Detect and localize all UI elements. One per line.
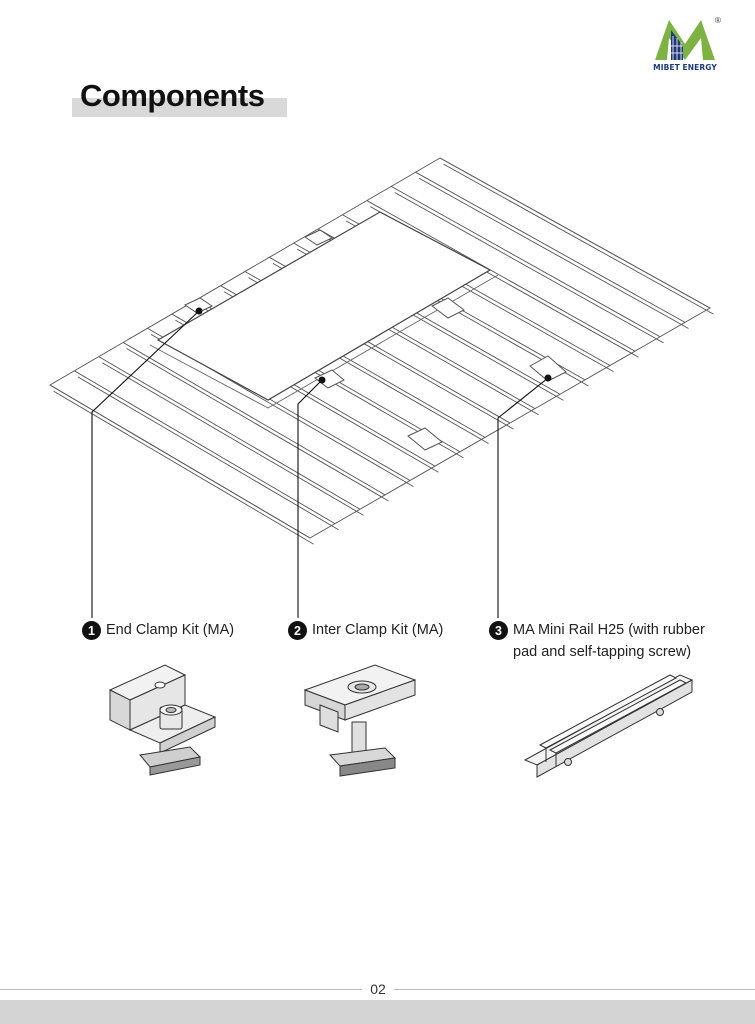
callout-number: 1 xyxy=(82,621,101,640)
mini-rail-icon xyxy=(523,674,694,778)
callout-number: 2 xyxy=(288,621,307,640)
callout-label: Inter Clamp Kit (MA) xyxy=(312,622,444,638)
logo-text: MIBET ENERGY xyxy=(653,63,717,72)
callout-end-clamp: 1 End Clamp Kit (MA) xyxy=(82,621,235,641)
inter-clamp-icon xyxy=(303,664,417,777)
callout-inter-clamp: 2 Inter Clamp Kit (MA) xyxy=(288,621,444,641)
title-underlay xyxy=(72,98,287,117)
callout-label-line1: MA Mini Rail H25 (with rubber xyxy=(513,622,705,638)
footer-rule-right xyxy=(394,989,755,990)
footer-bar xyxy=(0,1000,755,1024)
callout-number: 3 xyxy=(489,621,508,640)
roof-installation-drawing xyxy=(49,157,714,618)
callout-mini-rail: 3 MA Mini Rail H25 (with rubber pad and … xyxy=(489,619,705,663)
footer-rule-left xyxy=(0,989,362,990)
brand-logo: ® MIBET ENERGY xyxy=(645,16,725,76)
mibet-logo-icon xyxy=(655,20,715,60)
page-title: Components xyxy=(80,78,265,113)
callout-label-line2: pad and self-tapping screw) xyxy=(513,644,692,660)
registered-mark: ® xyxy=(715,16,721,25)
callout-label: End Clamp Kit (MA) xyxy=(106,622,235,638)
callout-label: MA Mini Rail H25 (with rubber pad and se… xyxy=(513,619,705,663)
end-clamp-icon xyxy=(108,664,217,776)
page-number: 02 xyxy=(370,981,386,997)
